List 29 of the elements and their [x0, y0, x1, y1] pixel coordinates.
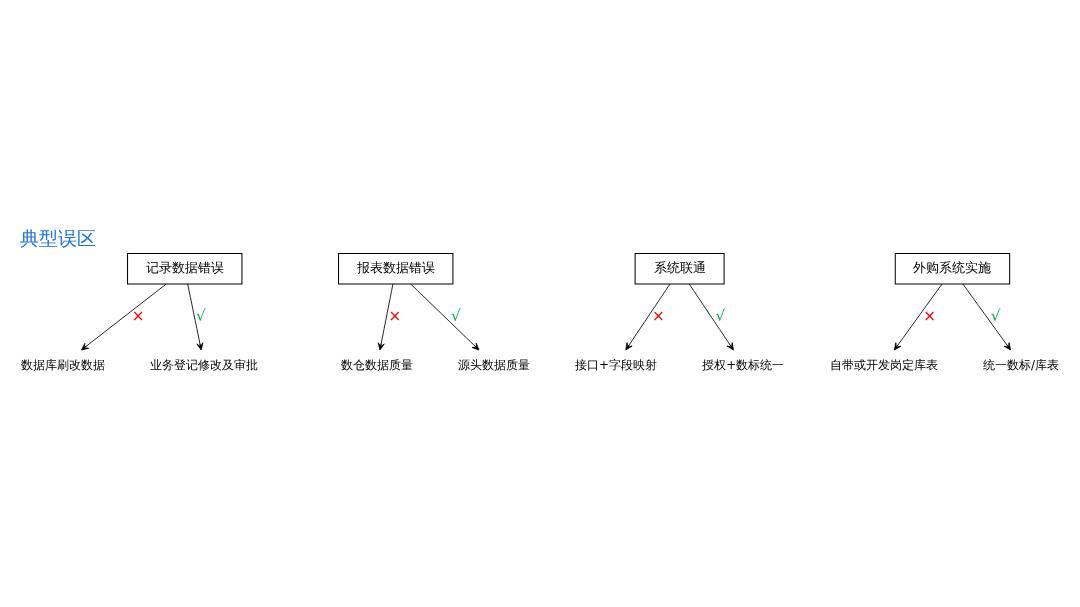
edge-label: √ [715, 306, 726, 325]
node-box: 报表数据错误 [338, 253, 454, 285]
diagram-title: 典型误区 [19, 227, 96, 249]
node-box: 外购系统实施 [894, 253, 1011, 285]
node-text: 数据库刷改数据 [20, 357, 105, 372]
edge-label: √ [451, 306, 461, 325]
edge-label: × [388, 306, 402, 325]
arrow [81, 283, 167, 351]
node-text: 授权+数标统一 [702, 357, 785, 372]
arrow [377, 283, 394, 351]
edge-label: × [923, 306, 936, 325]
node-text: 自带或开发岗定库表 [829, 357, 938, 372]
node-box: 系统联通 [634, 253, 725, 285]
arrow [688, 283, 734, 351]
node-text: 业务登记修改及审批 [150, 357, 259, 372]
node-text: 统一数标/库表 [983, 357, 1060, 372]
edge-label: × [652, 306, 665, 325]
edge-label: √ [195, 306, 206, 325]
node-text: 数仓数据质量 [341, 357, 414, 372]
arrow [187, 283, 204, 351]
arrow [893, 283, 943, 351]
node-text: 接口+字段映射 [575, 357, 658, 372]
node-box: 记录数据错误 [127, 253, 243, 285]
edge-label: √ [990, 306, 1001, 325]
edge-label: × [131, 306, 145, 325]
arrow [962, 283, 1011, 351]
arrow [410, 283, 480, 351]
arrow [625, 283, 671, 351]
node-text: 源头数据质量 [458, 357, 531, 372]
